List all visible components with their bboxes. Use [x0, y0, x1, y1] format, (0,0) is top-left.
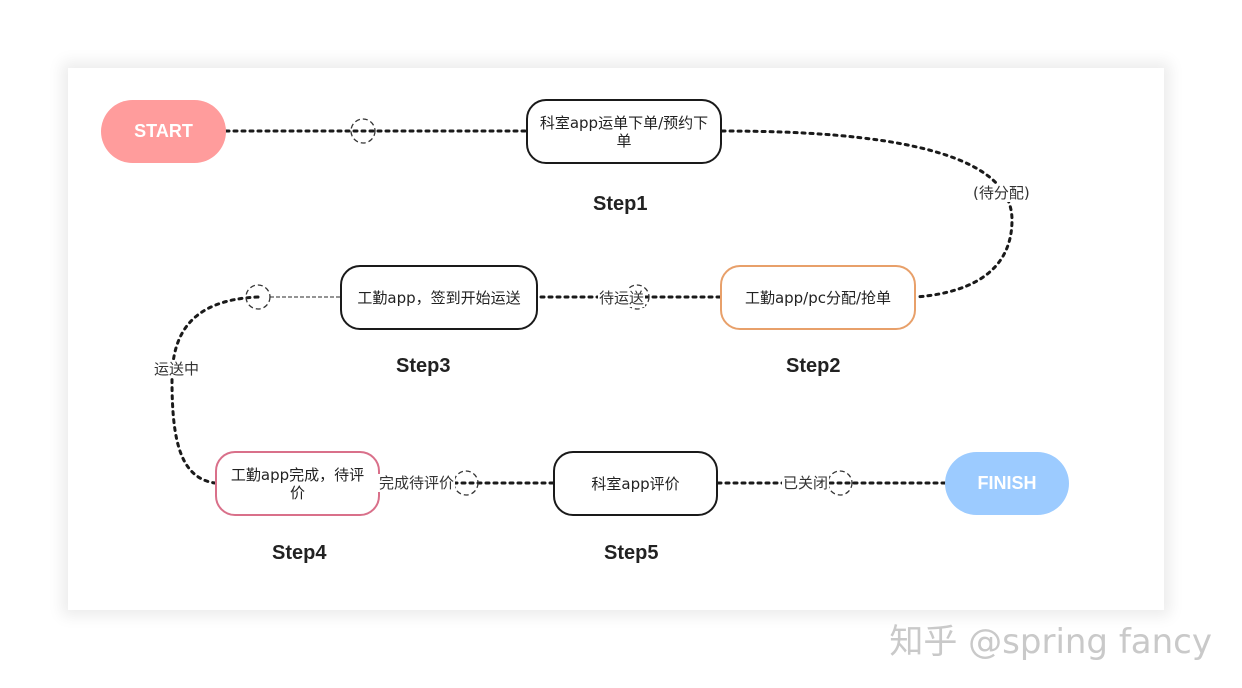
step4-text: 工勤app完成，待评价: [230, 465, 365, 502]
finish-node: FINISH: [945, 452, 1069, 515]
connector-circle: [350, 118, 376, 144]
connector-circle: [245, 284, 271, 310]
step5-text: 科室app评价: [591, 474, 680, 493]
edge-label-to-finish: 已关闭: [782, 474, 830, 492]
start-node: START: [101, 100, 226, 163]
step1-node: 科室app运单下单/预约下单: [526, 99, 722, 164]
step3-text: 工勤app，签到开始运送: [357, 288, 521, 307]
step2-text: 工勤app/pc分配/抢单: [744, 288, 892, 307]
step3-node: 工勤app，签到开始运送: [340, 265, 538, 330]
step3-label: Step3: [396, 355, 451, 377]
edge-label-to-step2: (待分配): [972, 184, 1031, 202]
step1-text: 科室app运单下单/预约下单: [539, 113, 709, 150]
step4-label: Step4: [272, 542, 327, 564]
connector-circle: [624, 284, 650, 310]
step1-label: Step1: [593, 193, 648, 215]
edge-label-to-step4: 运送中: [153, 360, 201, 378]
connector-circle: [453, 470, 479, 496]
step2-label: Step2: [786, 355, 841, 377]
step4-node: 工勤app完成，待评价: [215, 451, 380, 516]
step5-node: 科室app评价: [553, 451, 718, 516]
watermark: 知乎 @spring fancy: [889, 622, 1212, 662]
step5-label: Step5: [604, 542, 659, 564]
edge-label-to-step5: 完成待评价: [378, 474, 456, 492]
edge-step3-step4: [170, 295, 260, 485]
step2-node: 工勤app/pc分配/抢单: [720, 265, 916, 330]
edge-label-to-step3: 待运送: [598, 289, 646, 307]
connector-circle: [827, 470, 853, 496]
